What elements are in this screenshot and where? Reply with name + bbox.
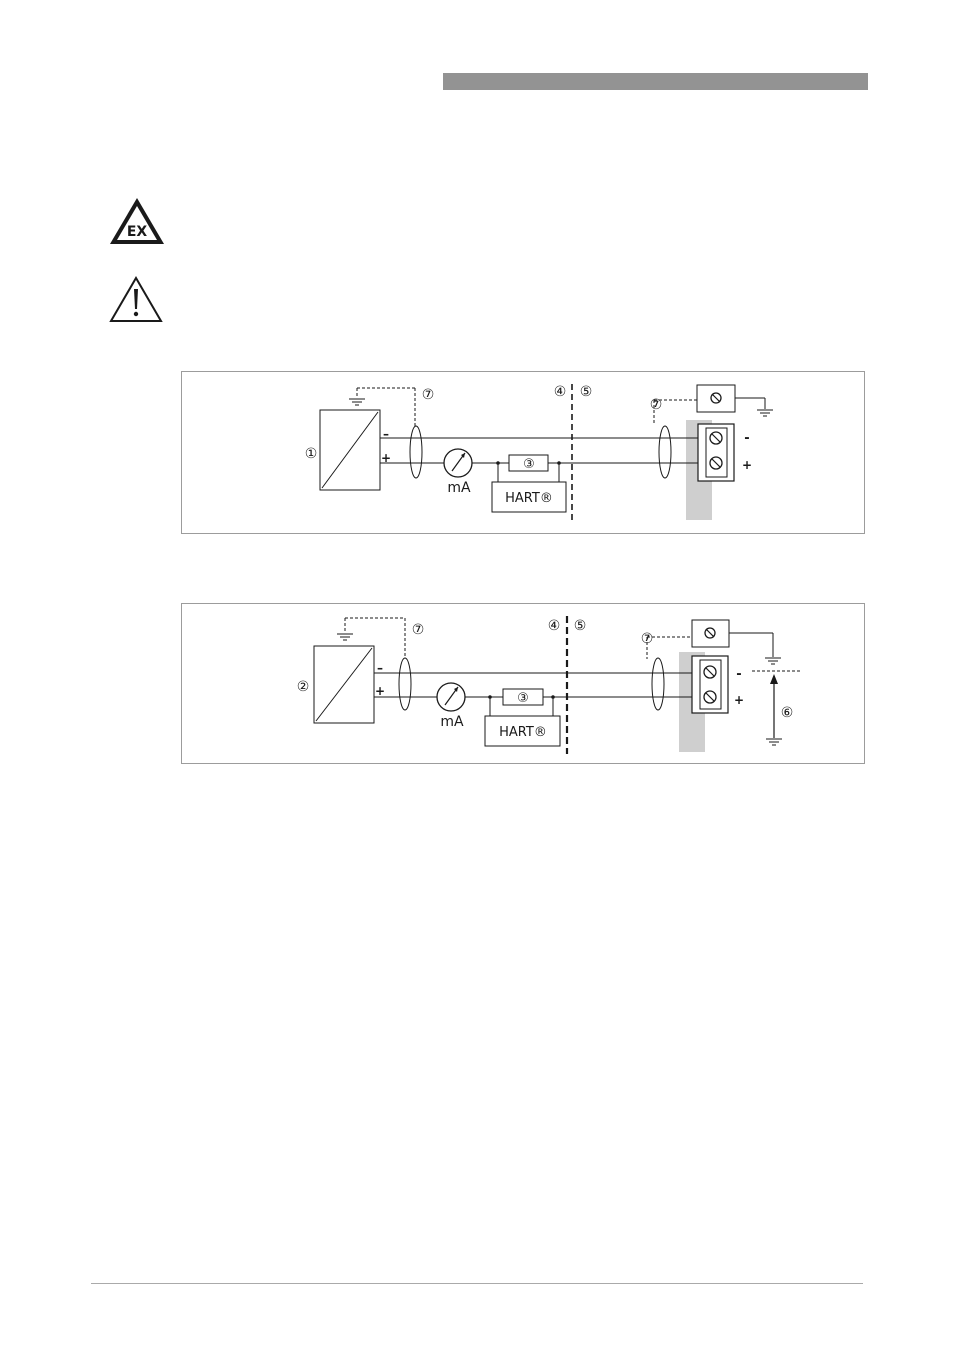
warning-triangle-icon: [108, 275, 168, 325]
minus-right-label: -: [736, 667, 741, 682]
ex-label: EX: [127, 224, 148, 240]
plus-right-label: +: [742, 458, 752, 472]
shield-left-number-label: ⑦: [422, 387, 435, 403]
device-number-label: ①: [305, 446, 318, 462]
zone-right-number-label: ⑤: [580, 384, 593, 400]
wiring-diagram-1: ① ⑦ ④ ⑤ ⑦ ③ – + - + mA HART®: [181, 371, 865, 534]
zone-left-number-label: ④: [548, 618, 561, 634]
zone-left-number-label: ④: [554, 384, 567, 400]
shield-right-number-label: ⑦: [650, 397, 663, 413]
zone-right-number-label: ⑤: [574, 618, 587, 634]
ex-hazard-icon: EX: [108, 196, 168, 248]
hart-box-label: HART®: [505, 491, 553, 506]
footer-rule: [91, 1283, 863, 1284]
equipotential-number-label: ⑥: [781, 705, 794, 721]
hart-box-label: HART®: [499, 725, 547, 740]
header-bar: [443, 73, 868, 90]
shield-right-number-label: ⑦: [641, 631, 654, 647]
minus-right-label: -: [744, 431, 749, 446]
plus-left-label: +: [375, 684, 385, 698]
meter-unit-label: mA: [447, 480, 471, 496]
shield-left-number-label: ⑦: [412, 622, 425, 638]
minus-left-label: –: [377, 661, 383, 675]
plus-right-label: +: [734, 693, 744, 707]
minus-left-label: –: [383, 427, 389, 441]
resistor-number-label: ③: [523, 457, 535, 472]
plus-left-label: +: [381, 451, 391, 465]
meter-unit-label: mA: [440, 714, 464, 730]
device-number-label: ②: [297, 679, 310, 695]
wiring-diagram-2: ② ⑦ ④ ⑤ ⑦ ⑥ ③ – + - + mA HART®: [181, 603, 865, 764]
resistor-number-label: ③: [517, 691, 529, 706]
